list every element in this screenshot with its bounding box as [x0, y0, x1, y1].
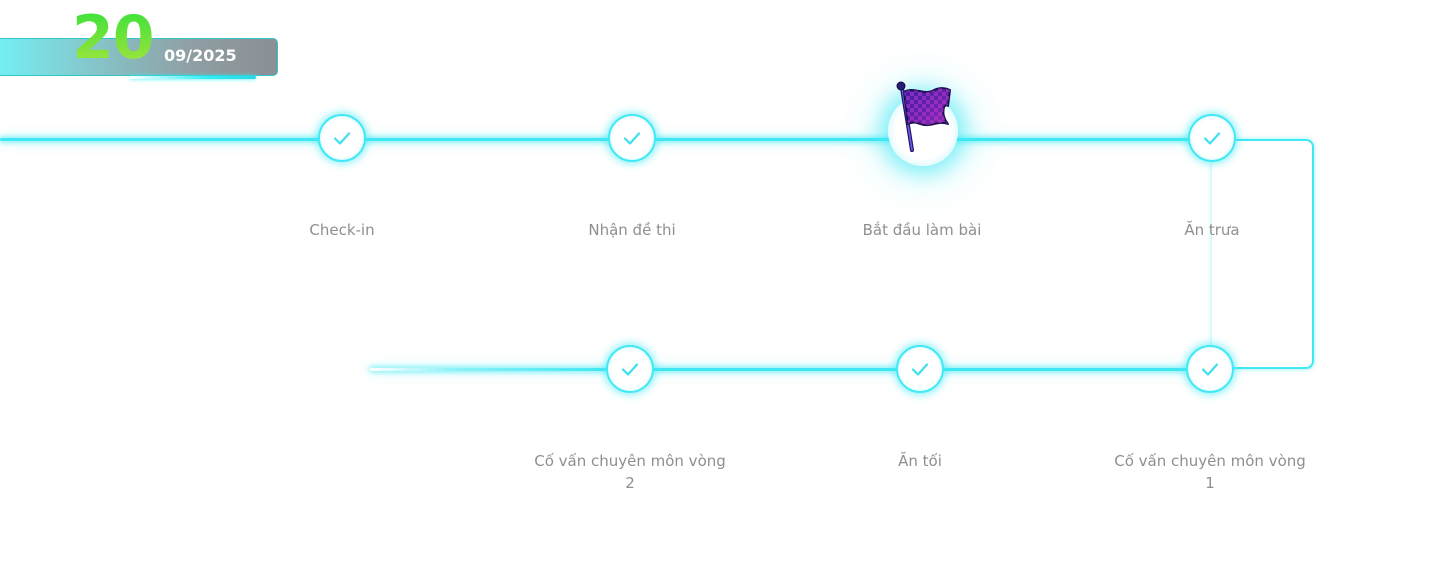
step-label-check-in: Check-in: [309, 221, 375, 239]
step-label-mentoring-round-1: Cố vấn chuyên môn vòng 1: [1114, 452, 1306, 492]
step-node-receive-exam[interactable]: [608, 114, 656, 162]
step-label-lunch: Ăn trưa: [1184, 221, 1240, 239]
step-node-dinner[interactable]: [896, 345, 944, 393]
check-icon: [1203, 132, 1221, 145]
step-label-receive-exam: Nhận đề thi: [588, 221, 676, 239]
step-node-check-in[interactable]: [318, 114, 366, 162]
check-icon: [333, 132, 351, 145]
step-label-mentoring-round-2: Cố vấn chuyên môn vòng 2: [534, 452, 726, 492]
date-banner: [0, 38, 278, 76]
check-icon: [623, 132, 641, 145]
check-icon: [1201, 363, 1219, 376]
step-label-dinner: Ăn tối: [898, 452, 942, 470]
check-icon: [621, 363, 639, 376]
date-month-year: 09/2025: [164, 46, 237, 65]
step-node-lunch[interactable]: [1188, 114, 1236, 162]
step-label-start-exam: Bắt đầu làm bài: [862, 221, 982, 239]
flag-icon: [896, 81, 951, 152]
date-day: 20: [72, 3, 154, 73]
timeline-connector-turn: [1212, 139, 1314, 369]
date-underline: [130, 76, 256, 79]
step-node-mentoring-round-1[interactable]: [1186, 345, 1234, 393]
timeline-line-row-2: [370, 368, 1215, 371]
check-icon: [911, 363, 929, 376]
step-node-mentoring-round-2[interactable]: [606, 345, 654, 393]
timeline-line-row-1: [0, 138, 1212, 141]
